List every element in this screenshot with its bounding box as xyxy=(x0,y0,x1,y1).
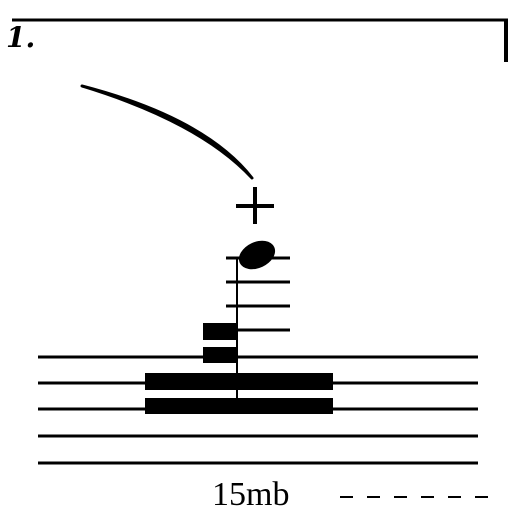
plus-sign-icon xyxy=(236,187,274,224)
notehead xyxy=(238,240,276,270)
volta-number: 1. xyxy=(6,21,36,54)
ledger-lines xyxy=(226,256,290,332)
slur xyxy=(80,84,254,180)
staff xyxy=(38,355,478,465)
cluster-chord xyxy=(145,323,333,414)
octave-marking: 15mb xyxy=(212,476,290,513)
volta-bracket xyxy=(12,18,508,62)
